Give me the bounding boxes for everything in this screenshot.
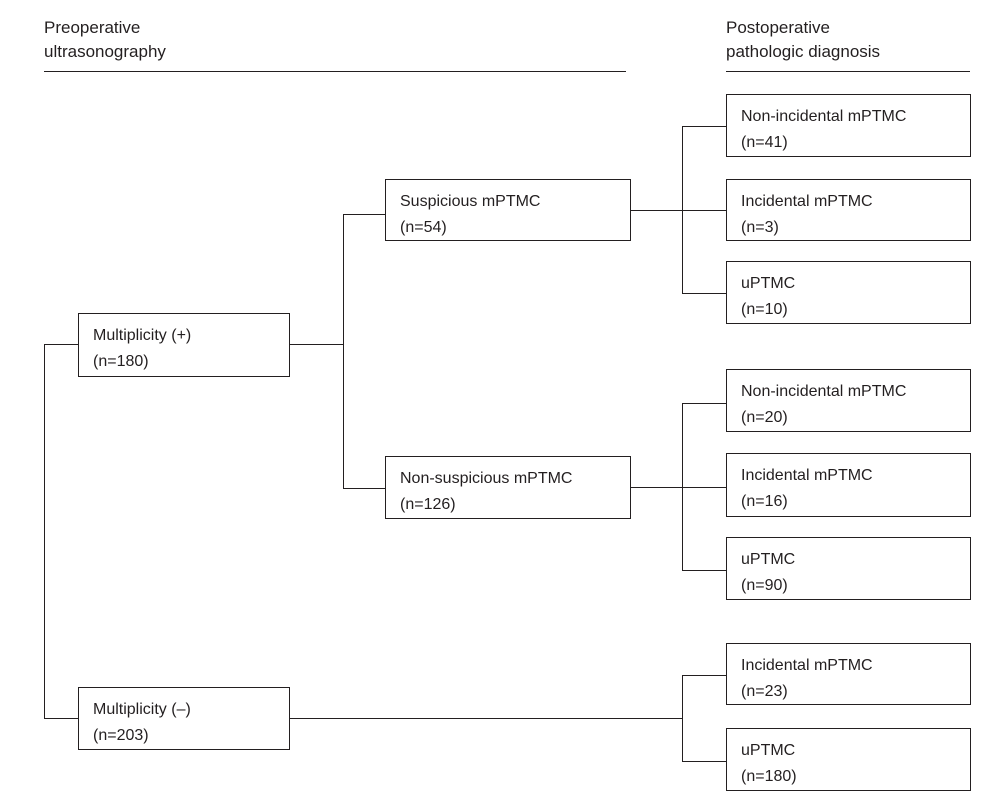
preoperative-header: Preoperative ultrasonography <box>44 16 166 64</box>
node-label: uPTMC <box>741 275 796 292</box>
node-neg-uptmc: uPTMC (n=180) <box>726 728 971 791</box>
node-count: (n=203) <box>93 727 149 744</box>
node-ns-incidental-mptmc: Incidental mPTMC (n=16) <box>726 453 971 517</box>
node-count: (n=3) <box>741 219 779 236</box>
node-ns-nonincidental-mptmc: Non-incidental mPTMC (n=20) <box>726 369 971 432</box>
node-count: (n=180) <box>741 768 797 785</box>
node-label: uPTMC <box>741 742 796 759</box>
node-label: Incidental mPTMC <box>741 193 873 210</box>
node-label: Incidental mPTMC <box>741 467 873 484</box>
node-s-nonincidental-mptmc: Non-incidental mPTMC (n=41) <box>726 94 971 157</box>
node-count: (n=16) <box>741 493 788 510</box>
node-multiplicity-positive: Multiplicity (+) (n=180) <box>78 313 290 377</box>
node-label: Multiplicity (–) <box>93 701 191 718</box>
node-count: (n=54) <box>400 219 447 236</box>
preoperative-header-line2: ultrasonography <box>44 42 166 61</box>
preoperative-header-rule <box>44 71 626 72</box>
postoperative-header-line2: pathologic diagnosis <box>726 42 881 61</box>
node-label: Non-incidental mPTMC <box>741 383 907 400</box>
node-neg-incidental-mptmc: Incidental mPTMC (n=23) <box>726 643 971 705</box>
node-count: (n=20) <box>741 409 788 426</box>
node-s-uptmc: uPTMC (n=10) <box>726 261 971 324</box>
node-suspicious-mptmc: Suspicious mPTMC (n=54) <box>385 179 631 241</box>
preoperative-header-line1: Preoperative <box>44 18 141 37</box>
node-label: Non-suspicious mPTMC <box>400 470 573 487</box>
node-count: (n=23) <box>741 683 788 700</box>
node-count: (n=126) <box>400 496 456 513</box>
node-label: uPTMC <box>741 551 796 568</box>
node-label: Multiplicity (+) <box>93 327 192 344</box>
node-label: Non-incidental mPTMC <box>741 108 907 125</box>
postoperative-header: Postoperative pathologic diagnosis <box>726 16 880 64</box>
node-multiplicity-negative: Multiplicity (–) (n=203) <box>78 687 290 750</box>
postoperative-header-line1: Postoperative <box>726 18 830 37</box>
node-nonsuspicious-mptmc: Non-suspicious mPTMC (n=126) <box>385 456 631 519</box>
node-count: (n=10) <box>741 301 788 318</box>
node-count: (n=180) <box>93 353 149 370</box>
node-s-incidental-mptmc: Incidental mPTMC (n=3) <box>726 179 971 241</box>
node-label: Suspicious mPTMC <box>400 193 541 210</box>
node-count: (n=41) <box>741 134 788 151</box>
postoperative-header-rule <box>726 71 970 72</box>
node-label: Incidental mPTMC <box>741 657 873 674</box>
node-count: (n=90) <box>741 577 788 594</box>
node-ns-uptmc: uPTMC (n=90) <box>726 537 971 600</box>
